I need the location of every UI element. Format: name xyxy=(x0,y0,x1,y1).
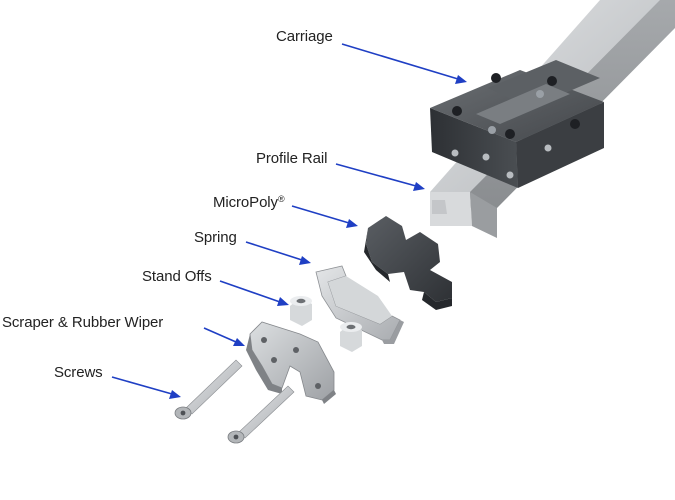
screws-leader-arrow xyxy=(111,376,181,399)
screw-1 xyxy=(174,359,243,420)
spring-leader-arrow xyxy=(245,241,311,265)
carriage-bolt-hole xyxy=(547,76,557,86)
scraper-wiper-label: Scraper & Rubber Wiper xyxy=(2,314,164,331)
carriage-bolt-hole xyxy=(491,73,501,83)
stand-off-1 xyxy=(290,296,312,326)
micropoly-label-text: MicroPoly xyxy=(213,194,278,211)
micropoly-leader-arrow xyxy=(291,205,358,228)
micropoly-label: MicroPoly® xyxy=(213,190,285,212)
stand-off-2 xyxy=(340,322,362,352)
scraper-leader-arrow xyxy=(203,327,245,346)
carriage-label: Carriage xyxy=(276,28,333,45)
carriage-leader-arrow xyxy=(341,43,467,84)
carriage-part xyxy=(430,60,604,188)
carriage-bolt-hole xyxy=(570,119,580,129)
screws-part xyxy=(174,359,295,444)
profile-rail-label: Profile Rail xyxy=(256,150,328,167)
screws-label: Screws xyxy=(54,364,103,381)
stand-offs-part xyxy=(290,296,362,352)
micropoly-part xyxy=(364,216,452,310)
scraper-wiper-part xyxy=(246,321,336,404)
stand-offs-label: Stand Offs xyxy=(142,268,212,285)
leader-arrows xyxy=(111,43,467,399)
carriage-bolt-hole xyxy=(505,129,515,139)
profile-rail-leader-arrow xyxy=(335,163,425,191)
spring-label: Spring xyxy=(194,229,237,246)
carriage-bolt-hole xyxy=(452,106,462,116)
stand-offs-leader-arrow xyxy=(219,280,289,306)
micropoly-registered-mark: ® xyxy=(277,194,285,204)
screw-2 xyxy=(227,385,295,444)
